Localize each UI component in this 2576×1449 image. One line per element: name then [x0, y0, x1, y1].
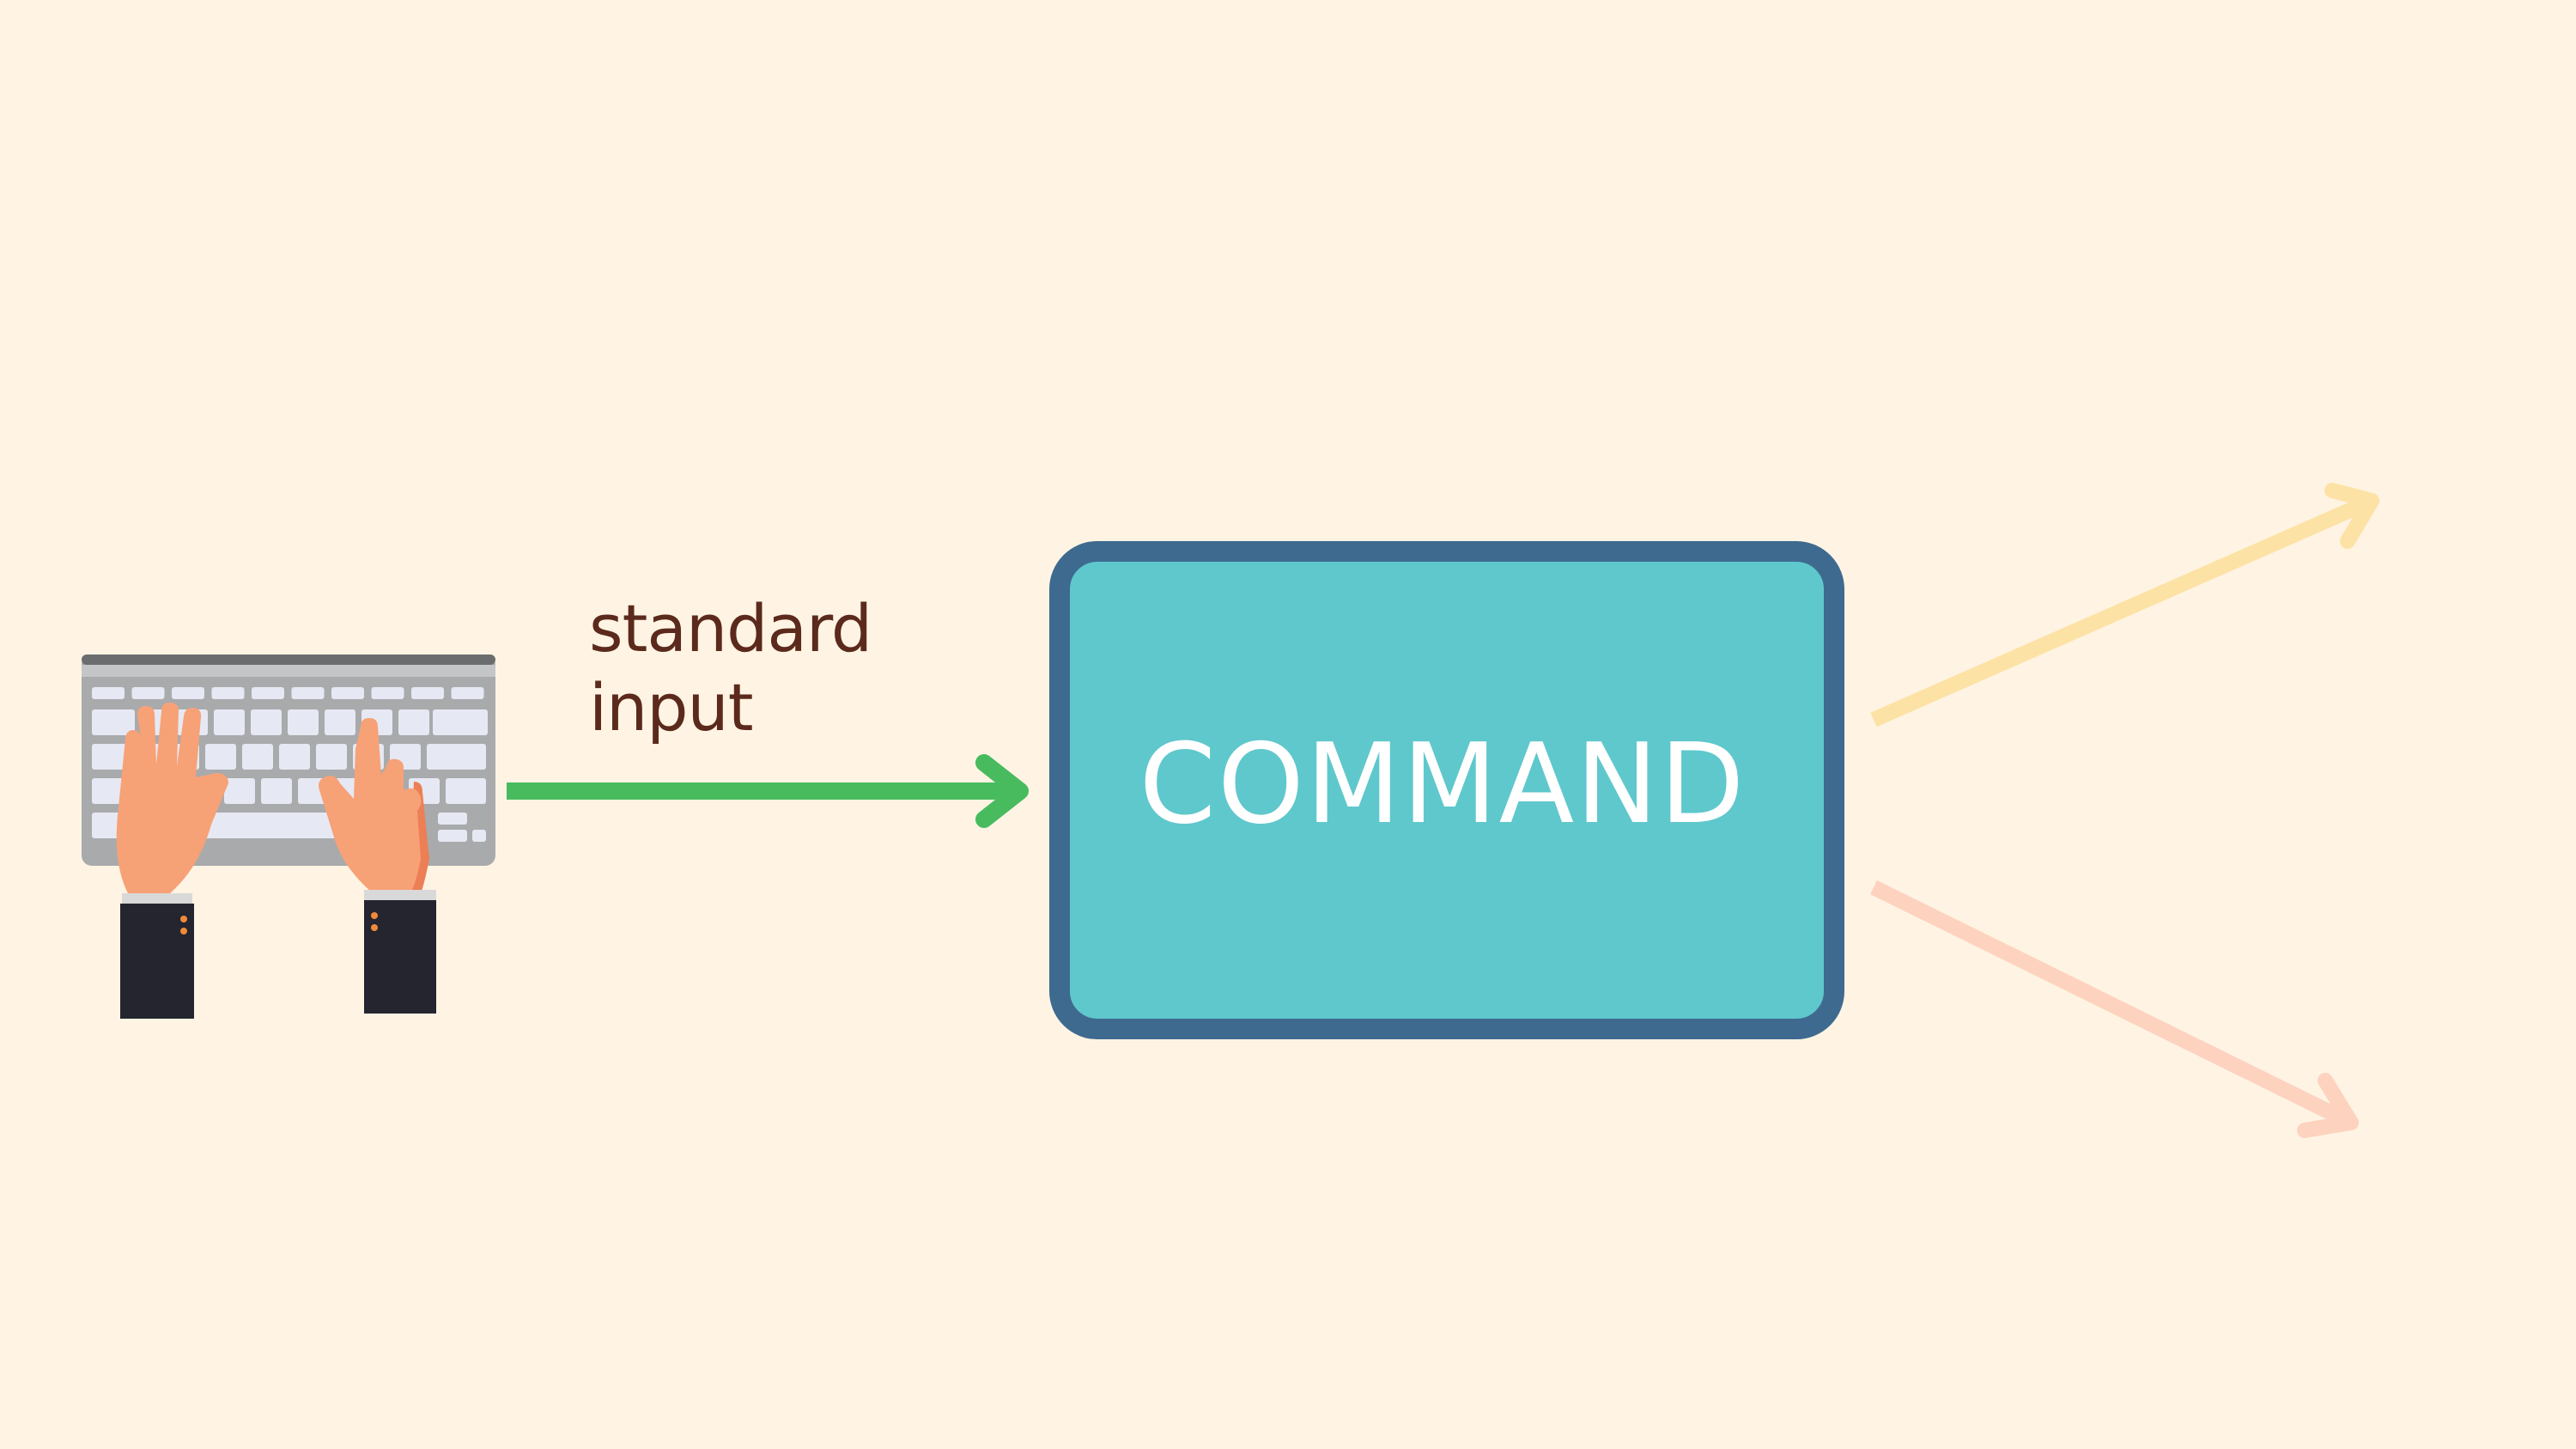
keyboard-with-typing-hands-icon: [82, 654, 495, 1019]
keyboard-key: [371, 687, 404, 699]
keyboard-light-strip: [82, 665, 495, 677]
output-arrow-lower: [1870, 880, 2359, 1138]
keyboard-key: [433, 709, 488, 735]
right-hand-icon: [319, 718, 436, 1014]
keyboard-key: [92, 709, 135, 735]
keyboard-key: [411, 687, 444, 699]
keyboard-key: [446, 778, 486, 804]
keyboard-key: [428, 744, 486, 770]
output-arrow-upper: [1870, 483, 2379, 728]
keyboard-key: [451, 687, 484, 699]
command-label: COMMAND: [1139, 720, 1747, 849]
keyboard-key: [251, 709, 282, 735]
left-hand-icon: [116, 703, 228, 1019]
standard-input-label-line1: standard: [589, 590, 872, 667]
keyboard-key: [131, 687, 165, 699]
keyboard-key: [172, 687, 204, 699]
keyboard-key: [242, 744, 273, 770]
keyboard-key: [261, 778, 292, 804]
keyboard-key: [167, 813, 365, 838]
standard-input-label-line2: input: [589, 669, 754, 746]
standard-input-arrow: [507, 754, 1029, 828]
keyboard-key: [92, 744, 126, 770]
keyboard-key: [291, 687, 325, 699]
keyboard-key: [214, 709, 245, 735]
keyboard-key: [472, 830, 486, 842]
keyboard-key: [279, 744, 310, 770]
keyboard-key: [398, 709, 429, 735]
keyboard-key: [316, 744, 347, 770]
keyboard-key: [205, 744, 236, 770]
keyboard-key: [224, 778, 255, 804]
keyboard-key: [252, 687, 284, 699]
keyboard-key: [438, 813, 467, 825]
keyboard-key: [438, 830, 467, 842]
command-box: [1049, 541, 1844, 1039]
standard-input-label: standard input: [589, 589, 872, 747]
keyboard-key: [331, 687, 364, 699]
keyboard-key: [288, 709, 319, 735]
keyboard-key: [325, 709, 355, 735]
keyboard-top-edge: [82, 654, 495, 665]
keyboard-key: [211, 687, 245, 699]
keyboard-key: [92, 687, 125, 699]
